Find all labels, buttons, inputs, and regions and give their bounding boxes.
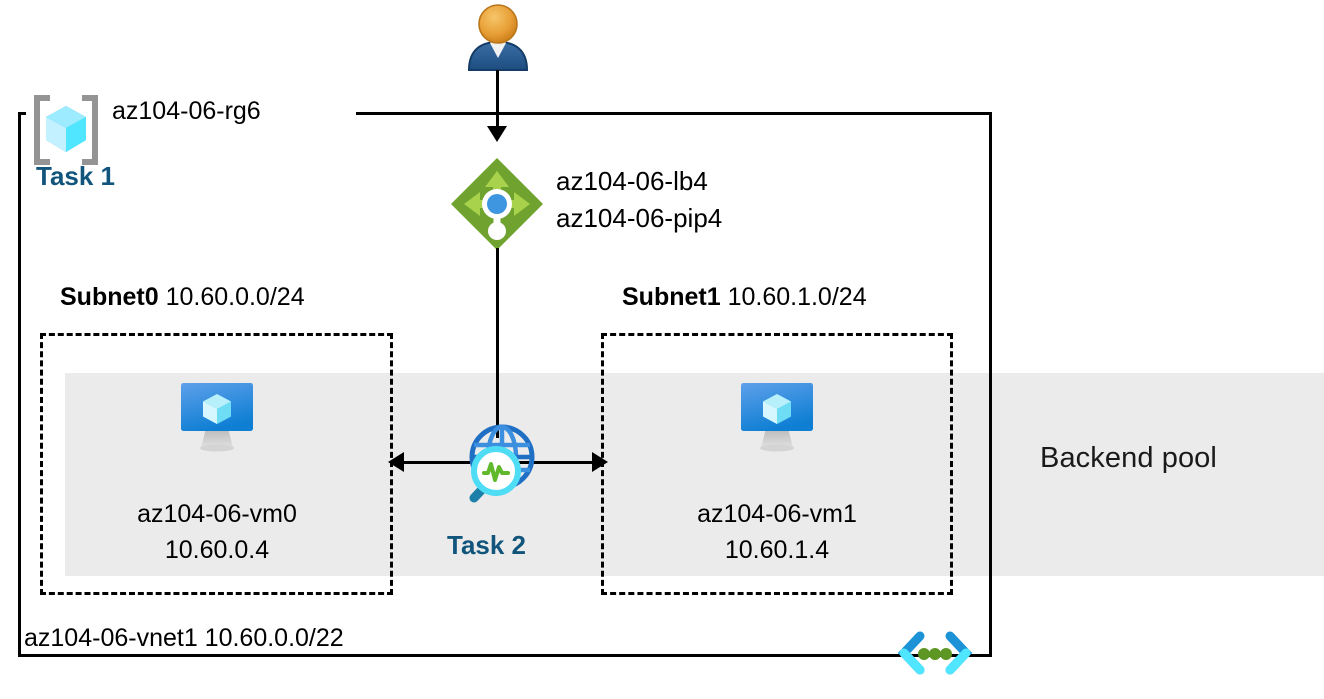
resource-group-boundary — [18, 112, 992, 657]
arrow-to-subnet0 — [388, 452, 404, 472]
task-1-label: Task 1 — [36, 161, 116, 191]
subnet0-caption: Subnet0 10.60.0.0/24 — [60, 283, 305, 312]
vm1-name: az104-06-vm1 — [697, 500, 857, 528]
vm0-caption: az104-06-vm0 10.60.0.4 — [112, 496, 322, 568]
vm0-ip: 10.60.0.4 — [164, 536, 270, 564]
backend-pool-label: Backend pool — [1040, 442, 1217, 474]
connector-to-subnet1 — [504, 461, 604, 464]
subnet1-caption: Subnet1 10.60.1.0/24 — [622, 283, 867, 312]
connector-to-subnet0 — [392, 461, 492, 464]
load-balancer-icon — [448, 155, 546, 253]
user-icon — [462, 2, 534, 74]
subnet0-name: Subnet0 — [60, 283, 159, 311]
connector-loadbalancer-to-networkwatcher — [496, 248, 499, 438]
load-balancer-name: az104-06-lb4 — [556, 166, 708, 196]
resource-group-name: az104-06-rg6 — [112, 97, 261, 125]
subnet0-cidr: 10.60.0.0/24 — [165, 283, 305, 311]
connector-user-to-loadbalancer — [496, 70, 499, 128]
vm1-caption: az104-06-vm1 10.60.1.4 — [672, 496, 882, 568]
load-balancer-labels: az104-06-lb4 az104-06-pip4 — [556, 163, 722, 237]
vnet-label: az104-06-vnet1 10.60.0.0/22 — [24, 624, 344, 652]
vm1-ip: 10.60.1.4 — [724, 536, 830, 564]
backend-pool-band — [65, 373, 1324, 576]
virtual-machine-icon — [178, 380, 256, 454]
vm0-name: az104-06-vm0 — [137, 500, 297, 528]
virtual-machine-icon — [738, 380, 816, 454]
task-2-label: Task 2 — [447, 530, 527, 560]
arrow-to-subnet1 — [592, 452, 608, 472]
subnet1-cidr: 10.60.1.0/24 — [727, 283, 867, 311]
public-ip-name: az104-06-pip4 — [556, 203, 723, 233]
resource-group-label-notch — [26, 104, 356, 122]
network-watcher-icon — [447, 420, 543, 516]
subnet1-name: Subnet1 — [622, 283, 721, 311]
resource-group-icon — [28, 92, 104, 168]
virtual-network-icon — [893, 628, 977, 684]
arrow-user-to-loadbalancer — [487, 126, 507, 142]
